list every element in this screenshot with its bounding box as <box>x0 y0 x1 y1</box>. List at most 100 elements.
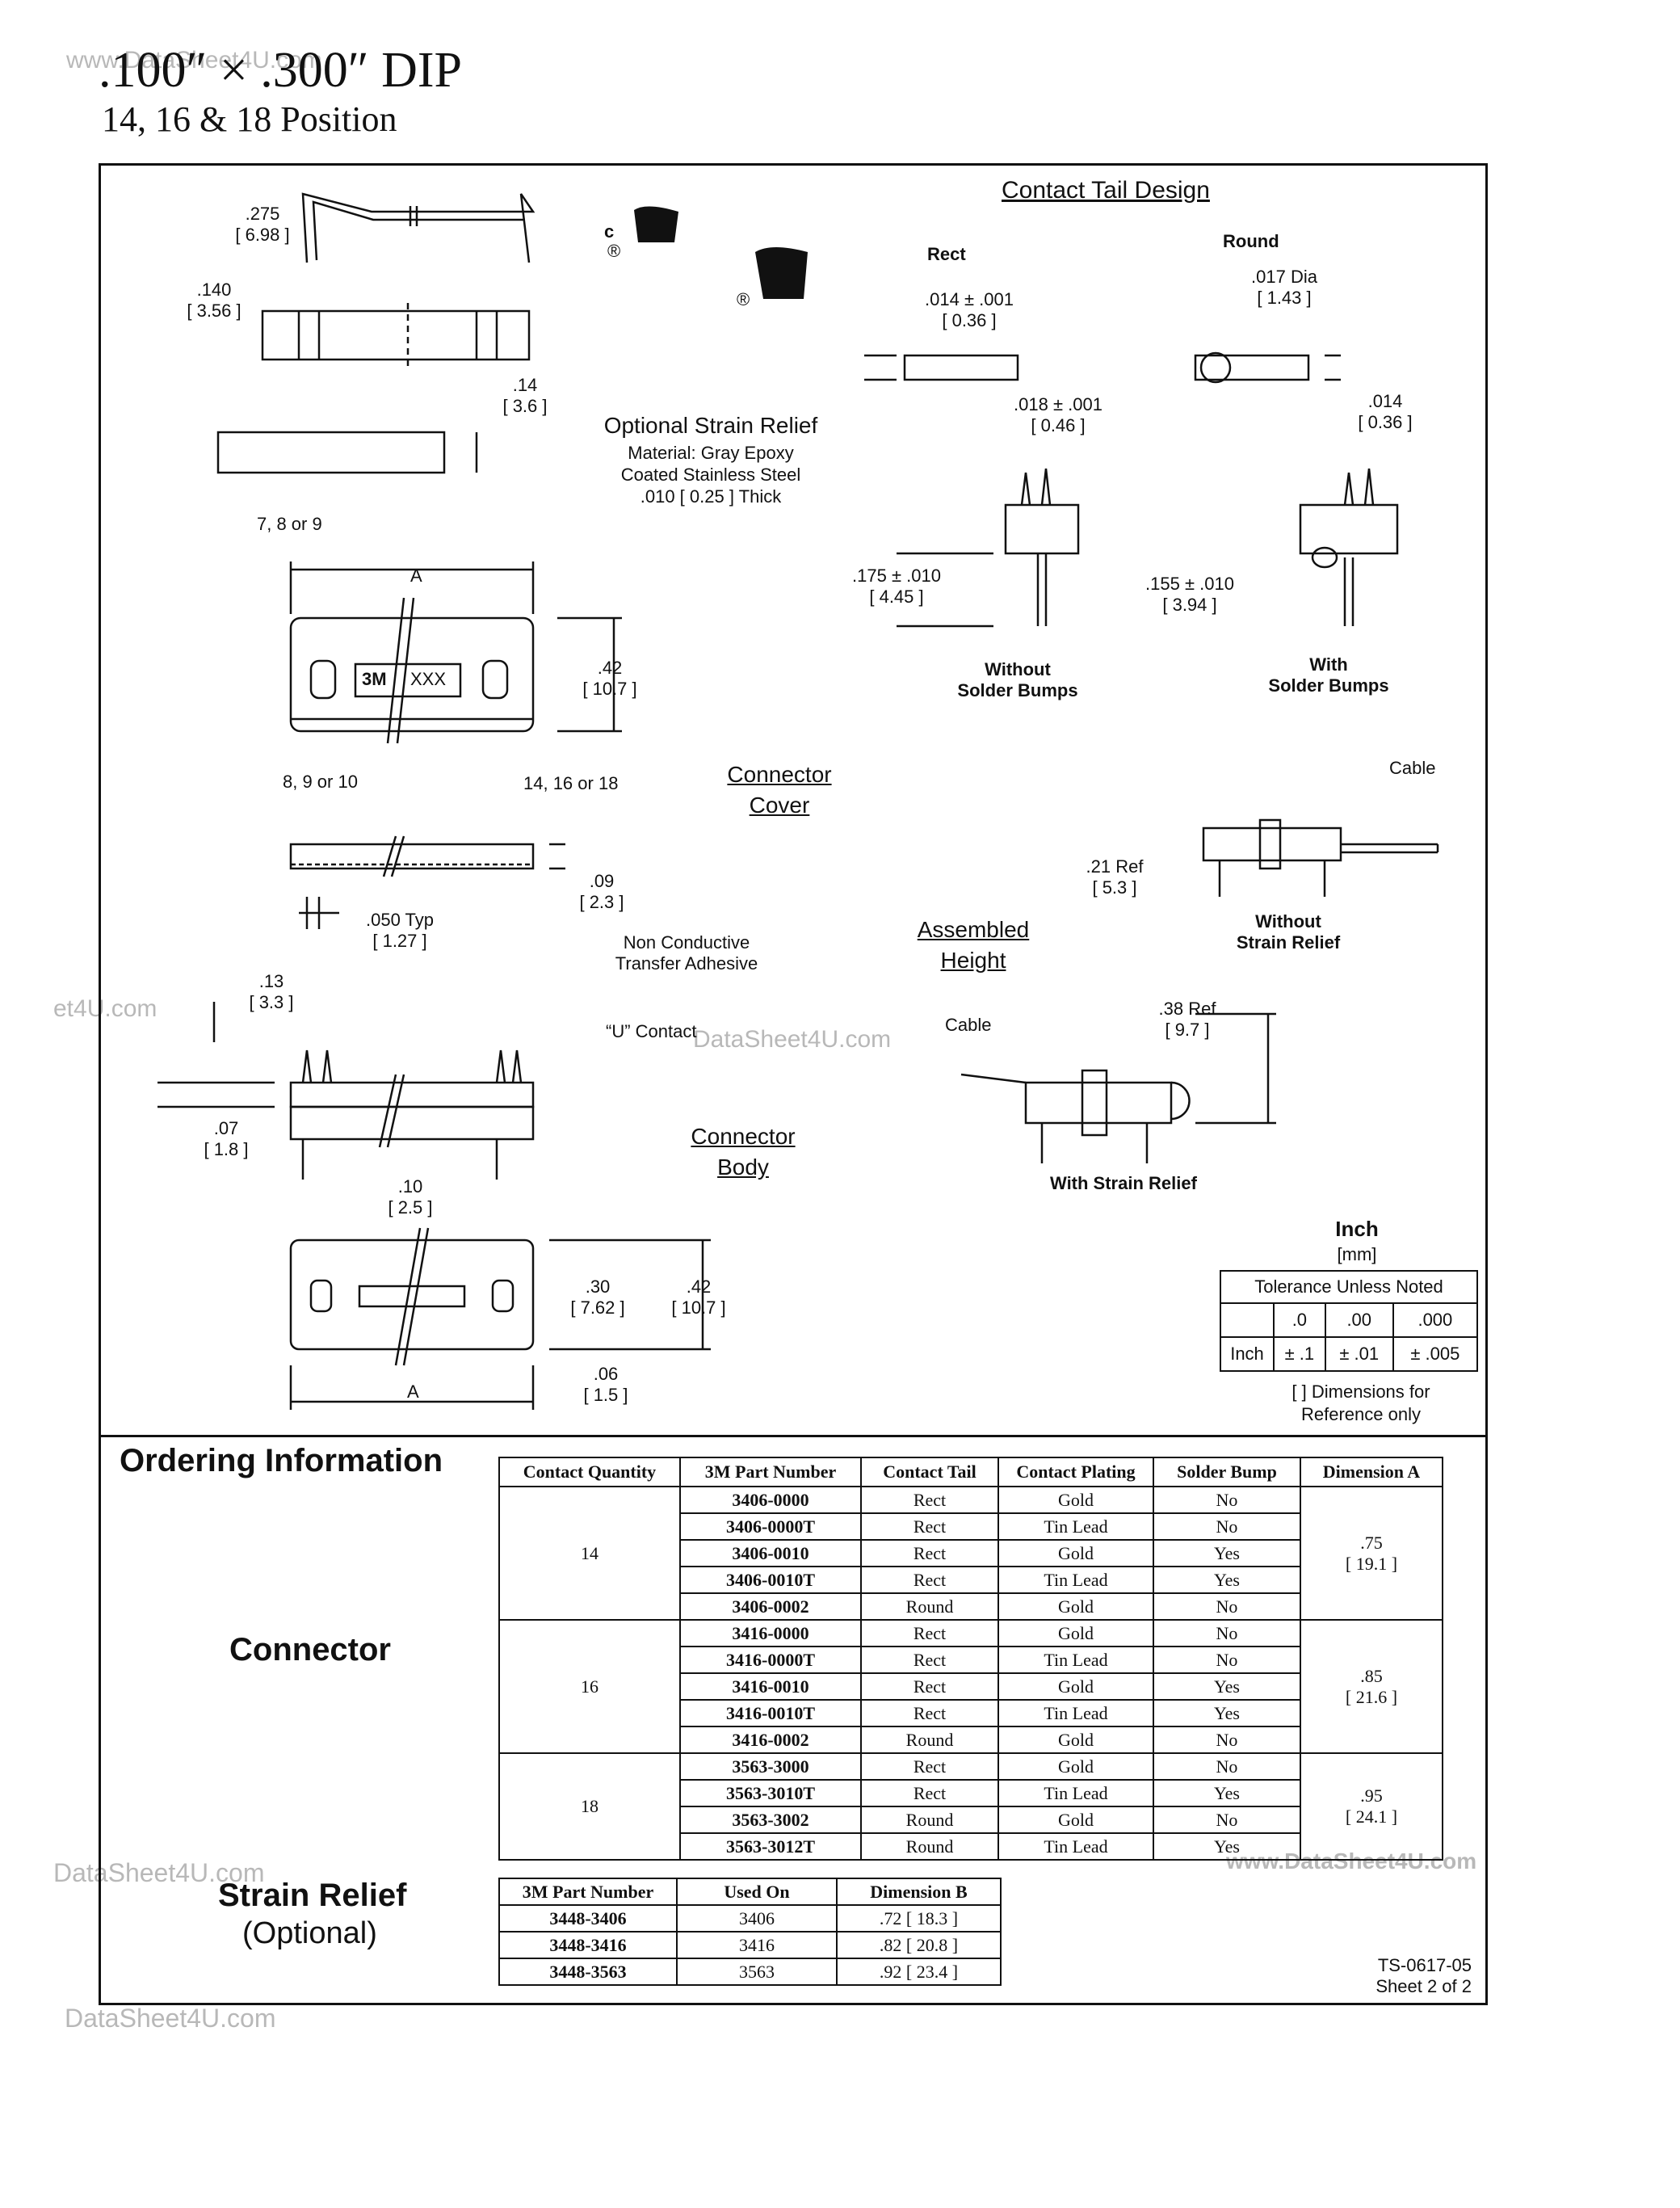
tolerance-value: ± .1 <box>1273 1336 1326 1372</box>
col-header-dim-a: Dimension A <box>1300 1457 1443 1487</box>
dimension-a-inch: .85 <box>1360 1665 1383 1686</box>
part-number: 3406-0002 <box>679 1592 862 1621</box>
strain-used-on: 3416 <box>676 1931 838 1959</box>
part-number: 3406-0010 <box>679 1539 862 1567</box>
cover-marking: XXX <box>410 669 447 689</box>
watermark-center: DataSheet4U.com <box>693 1026 892 1053</box>
cable-label-2: Cable <box>945 1015 992 1035</box>
dimension-a-mm: [ 21.6 ] <box>1345 1686 1398 1707</box>
tolerance-table: Tolerance Unless Noted .0 .00 .000 Inch … <box>1220 1270 1479 1372</box>
solder-bump: Yes <box>1153 1699 1301 1727</box>
strain-dim-b: .92 [ 23.4 ] <box>836 1958 1002 1986</box>
solder-bump: No <box>1153 1512 1301 1541</box>
contact-tail: Rect <box>860 1699 999 1727</box>
document-number: TS-0617-05 <box>1377 1955 1472 1975</box>
contact-tail: Rect <box>860 1672 999 1701</box>
technical-drawing <box>158 192 1439 1410</box>
contact-plating: Gold <box>998 1619 1154 1647</box>
label-8-9-10: 8, 9 or 10 <box>283 772 358 792</box>
col-header-tail: Contact Tail <box>860 1457 999 1487</box>
strain-relief-section-label: Strain Relief <box>218 1878 407 1913</box>
solder-bump: No <box>1153 1619 1301 1647</box>
part-number: 3563-3000 <box>679 1752 862 1781</box>
optional-strain-relief-title: Optional Strain Relief <box>603 413 818 438</box>
section-divider <box>99 1435 1488 1437</box>
dimension-a: .95[ 24.1 ] <box>1300 1752 1443 1861</box>
solder-bump: No <box>1153 1486 1301 1514</box>
contact-tail: Round <box>860 1592 999 1621</box>
dim-pitch-050: .050 Typ[ 1.27 ] <box>366 910 434 951</box>
tolerance-col: .000 <box>1392 1302 1479 1338</box>
strain-relief-table: 3M Part Number Used On Dimension B 3448-… <box>498 1878 1002 1986</box>
contact-plating: Tin Lead <box>998 1646 1154 1674</box>
part-number: 3406-0000T <box>679 1512 862 1541</box>
dim-ref-38: .38 Ref[ 9.7 ] <box>1158 999 1216 1040</box>
watermark-top: www.DataSheet4U.com <box>66 47 322 74</box>
contact-tail: Round <box>860 1726 999 1754</box>
strain-part: 3448-3406 <box>498 1904 678 1933</box>
dim-rect-thickness: .018 ± .001[ 0.46 ] <box>1014 394 1102 435</box>
strain-relief-material: Material: Gray Epoxy <box>628 443 794 463</box>
contact-plating: Gold <box>998 1806 1154 1834</box>
contact-tail: Rect <box>860 1539 999 1567</box>
contact-tail: Round <box>860 1832 999 1861</box>
contact-plating: Tin Lead <box>998 1832 1154 1861</box>
contact-tail: Rect <box>860 1486 999 1514</box>
contact-plating: Gold <box>998 1539 1154 1567</box>
contact-plating: Tin Lead <box>998 1566 1154 1594</box>
dim-body-height: .13[ 3.3 ] <box>249 971 294 1012</box>
watermark-left-lower: DataSheet4U.com <box>53 1858 265 1887</box>
connector-section-label: Connector <box>229 1632 391 1668</box>
contact-tail: Rect <box>860 1512 999 1541</box>
dim-ref-21: .21 Ref[ 5.3 ] <box>1086 856 1144 898</box>
watermark-left-mid: et4U.com <box>53 995 158 1022</box>
dim-140: .140[ 3.56 ] <box>187 280 242 321</box>
strain-col-used: Used On <box>676 1878 838 1906</box>
col-header-bump: Solder Bump <box>1153 1457 1301 1487</box>
dim-cover-height: .42[ 10.7 ] <box>582 658 637 699</box>
contact-tail: Rect <box>860 1752 999 1781</box>
solder-bump: Yes <box>1153 1832 1301 1861</box>
part-number: 3416-0010T <box>679 1699 862 1727</box>
watermark-bottom: DataSheet4U.com <box>65 2004 276 2033</box>
solder-bump: No <box>1153 1752 1301 1781</box>
with-strain-relief-label: With Strain Relief <box>1050 1173 1197 1193</box>
tolerance-title: Tolerance Unless Noted <box>1220 1270 1478 1304</box>
part-number: 3416-0010 <box>679 1672 862 1701</box>
contact-plating: Gold <box>998 1486 1154 1514</box>
u-contact-label: “U” Contact <box>606 1021 697 1041</box>
strain-part: 3448-3563 <box>498 1958 678 1986</box>
dim-body-base: .07[ 1.8 ] <box>204 1118 249 1159</box>
dim-275: .275[ 6.98 ] <box>235 204 290 245</box>
dimension-a-inch: .75 <box>1360 1532 1383 1553</box>
sheet-number: Sheet 2 of 2 <box>1376 1976 1472 1996</box>
solder-bump: No <box>1153 1646 1301 1674</box>
solder-bump: No <box>1153 1806 1301 1834</box>
dimension-a-mm: [ 19.1 ] <box>1345 1553 1398 1574</box>
solder-bump: No <box>1153 1592 1301 1621</box>
contact-quantity: 16 <box>498 1619 681 1754</box>
strain-dim-b: .72 [ 18.3 ] <box>836 1904 1002 1933</box>
dim-body-edge: .06[ 1.5 ] <box>583 1364 628 1405</box>
contact-plating: Tin Lead <box>998 1512 1154 1541</box>
tolerance-note-1: [ ] Dimensions for <box>1292 1382 1430 1402</box>
drawing-frame <box>99 163 1488 2005</box>
contact-tail: Rect <box>860 1779 999 1807</box>
part-number: 3416-0000T <box>679 1646 862 1674</box>
strain-dim-b: .82 [ 20.8 ] <box>836 1931 1002 1959</box>
tolerance-row-label: Inch <box>1220 1336 1275 1372</box>
